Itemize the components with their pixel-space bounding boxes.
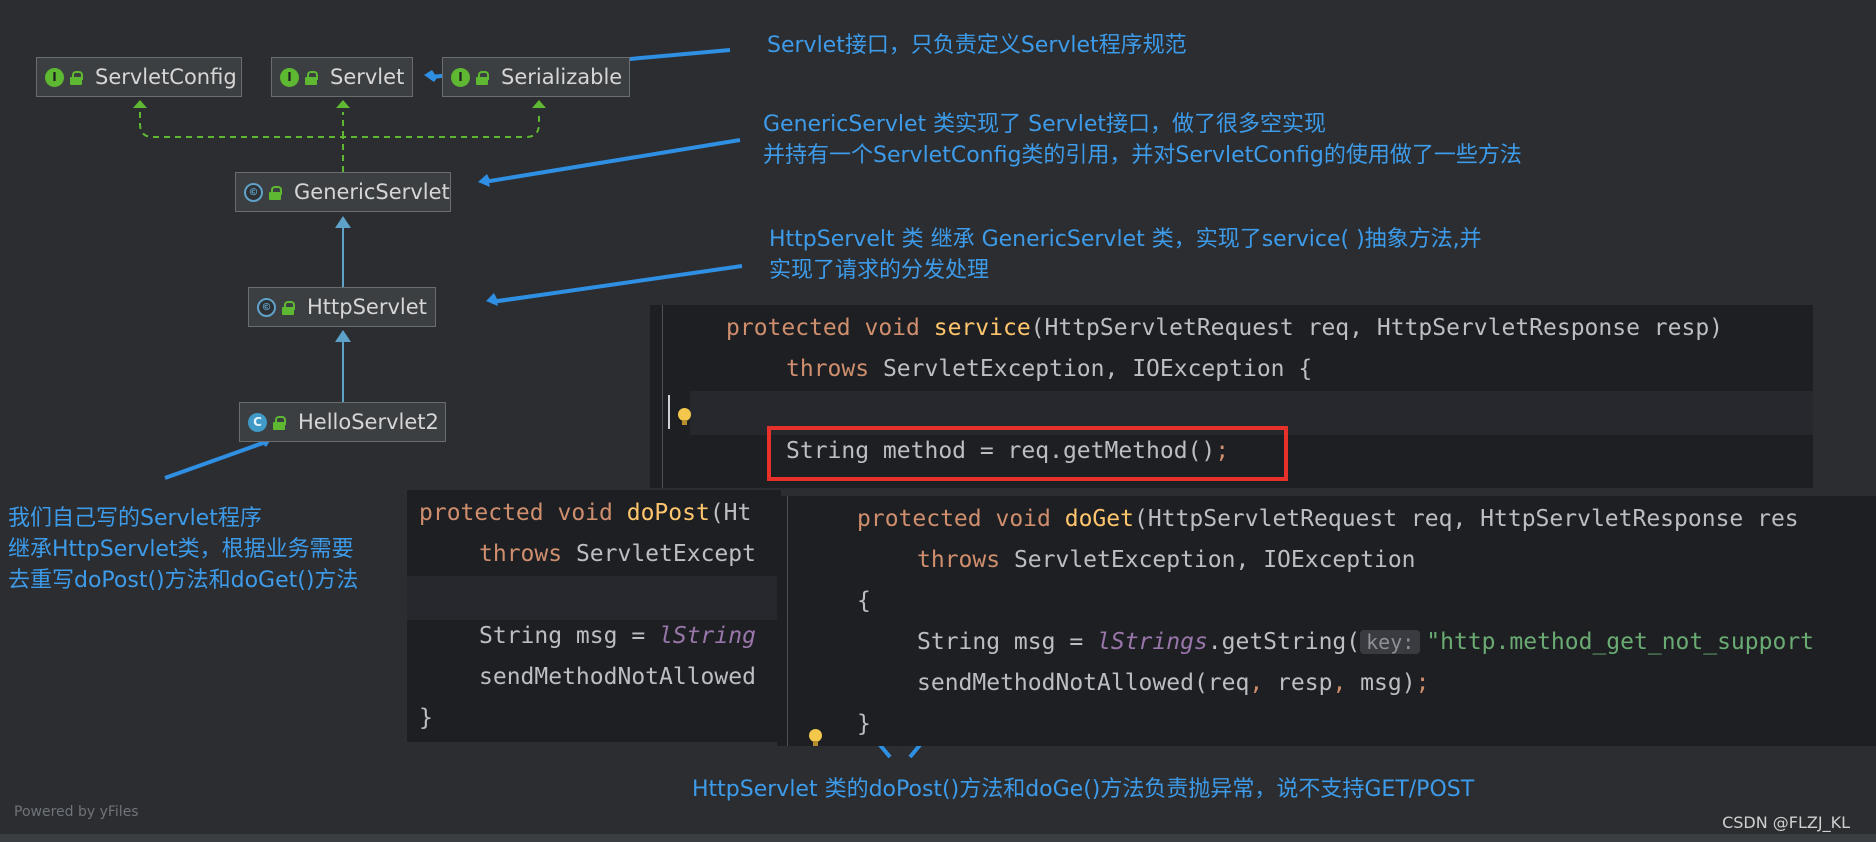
node-hello-servlet2[interactable]: C HelloServlet2 (239, 402, 446, 442)
doget-code-panel: protected void doGet(HttpServletRequest … (777, 496, 1876, 746)
hello-annotation-line3: 去重写doPost()方法和doGet()方法 (8, 568, 359, 593)
gutter-divider (787, 496, 788, 746)
hello-annotation-line1: 我们自己写的Servlet程序 (8, 506, 262, 531)
dopost-line-2: throws ServletExcept (479, 541, 756, 567)
node-servlet-config[interactable]: I ServletConfig (36, 57, 242, 97)
caret-line-highlight (407, 576, 781, 620)
gutter-divider (662, 305, 663, 488)
lightbulb-icon[interactable] (809, 729, 822, 746)
doget-line-1: protected void doGet(HttpServletRequest … (857, 506, 1799, 532)
doget-line-4: String msg = lStrings.getString(key:"htt… (917, 629, 1815, 655)
node-label: GenericServlet (294, 180, 450, 204)
class-icon: C (248, 412, 267, 432)
service-line-1: protected void service(HttpServletReques… (726, 315, 1724, 341)
lock-icon (476, 70, 489, 85)
node-servlet[interactable]: I Servlet (271, 57, 413, 97)
servlet-annotation: Servlet接口，只负责定义Servlet程序规范 (767, 33, 1187, 58)
http-annotation-line2: 实现了请求的分发处理 (769, 258, 990, 283)
implements-lines (139, 112, 540, 172)
node-serializable[interactable]: I Serializable (442, 57, 630, 97)
abstract-class-icon: © (244, 182, 263, 202)
interface-icon: I (280, 67, 299, 87)
lock-icon (282, 300, 295, 315)
service-line-2: throws ServletException, IOException { (786, 356, 1313, 382)
interface-icon: I (451, 67, 470, 87)
interface-icon: I (45, 67, 64, 87)
hello-annotation-line2: 继承HttpServlet类，根据业务需要 (8, 537, 354, 562)
dopost-code-panel: protected void doPost(Ht throws ServletE… (407, 490, 781, 742)
generic-annotation-line2: 并持有一个ServletConfig类的引用，并对ServletConfig的使… (763, 143, 1522, 168)
doget-line-2: throws ServletException, IOException (917, 547, 1416, 573)
highlight-box (767, 426, 1288, 481)
lock-icon (70, 70, 83, 85)
node-label: HttpServlet (307, 295, 427, 319)
watermark: CSDN @FLZJ_KL (1722, 813, 1850, 832)
doget-line-5: sendMethodNotAllowed(req, resp, msg); (917, 670, 1430, 696)
generic-annotation-line1: GenericServlet 类实现了 Servlet接口，做了很多空实现 (763, 112, 1326, 137)
dopost-line-1: protected void doPost(Ht (419, 500, 752, 526)
dopost-line-6: } (419, 705, 433, 731)
bottom-scrollbar[interactable] (0, 834, 1876, 842)
dopost-line-5: sendMethodNotAllowed (479, 664, 756, 690)
text-caret (668, 395, 670, 429)
doget-line-6: } (857, 711, 871, 737)
node-label: ServletConfig (95, 65, 237, 89)
powered-by-footer: Powered by yFiles (14, 804, 139, 820)
lightbulb-icon[interactable] (678, 408, 691, 425)
bottom-annotation: HttpServlet 类的doPost()方法和doGe()方法负责抛异常，说… (692, 777, 1475, 802)
node-label: Serializable (501, 65, 623, 89)
doget-line-3: { (857, 588, 871, 614)
node-label: Servlet (330, 65, 405, 89)
node-http-servlet[interactable]: © HttpServlet (248, 287, 436, 327)
service-code-panel: protected void service(HttpServletReques… (650, 305, 1813, 488)
dopost-line-4: String msg = lString (479, 623, 756, 649)
lock-icon (269, 185, 282, 200)
node-generic-servlet[interactable]: © GenericServlet (235, 172, 451, 212)
lock-icon (273, 415, 286, 430)
node-label: HelloServlet2 (298, 410, 439, 434)
abstract-class-icon: © (257, 297, 276, 317)
service-line-4: String method = req.getMethod(); (786, 438, 1230, 464)
lock-icon (305, 70, 318, 85)
param-hint: key: (1360, 630, 1421, 654)
http-annotation-line1: HttpServelt 类 继承 GenericServlet 类，实现了ser… (769, 227, 1482, 252)
